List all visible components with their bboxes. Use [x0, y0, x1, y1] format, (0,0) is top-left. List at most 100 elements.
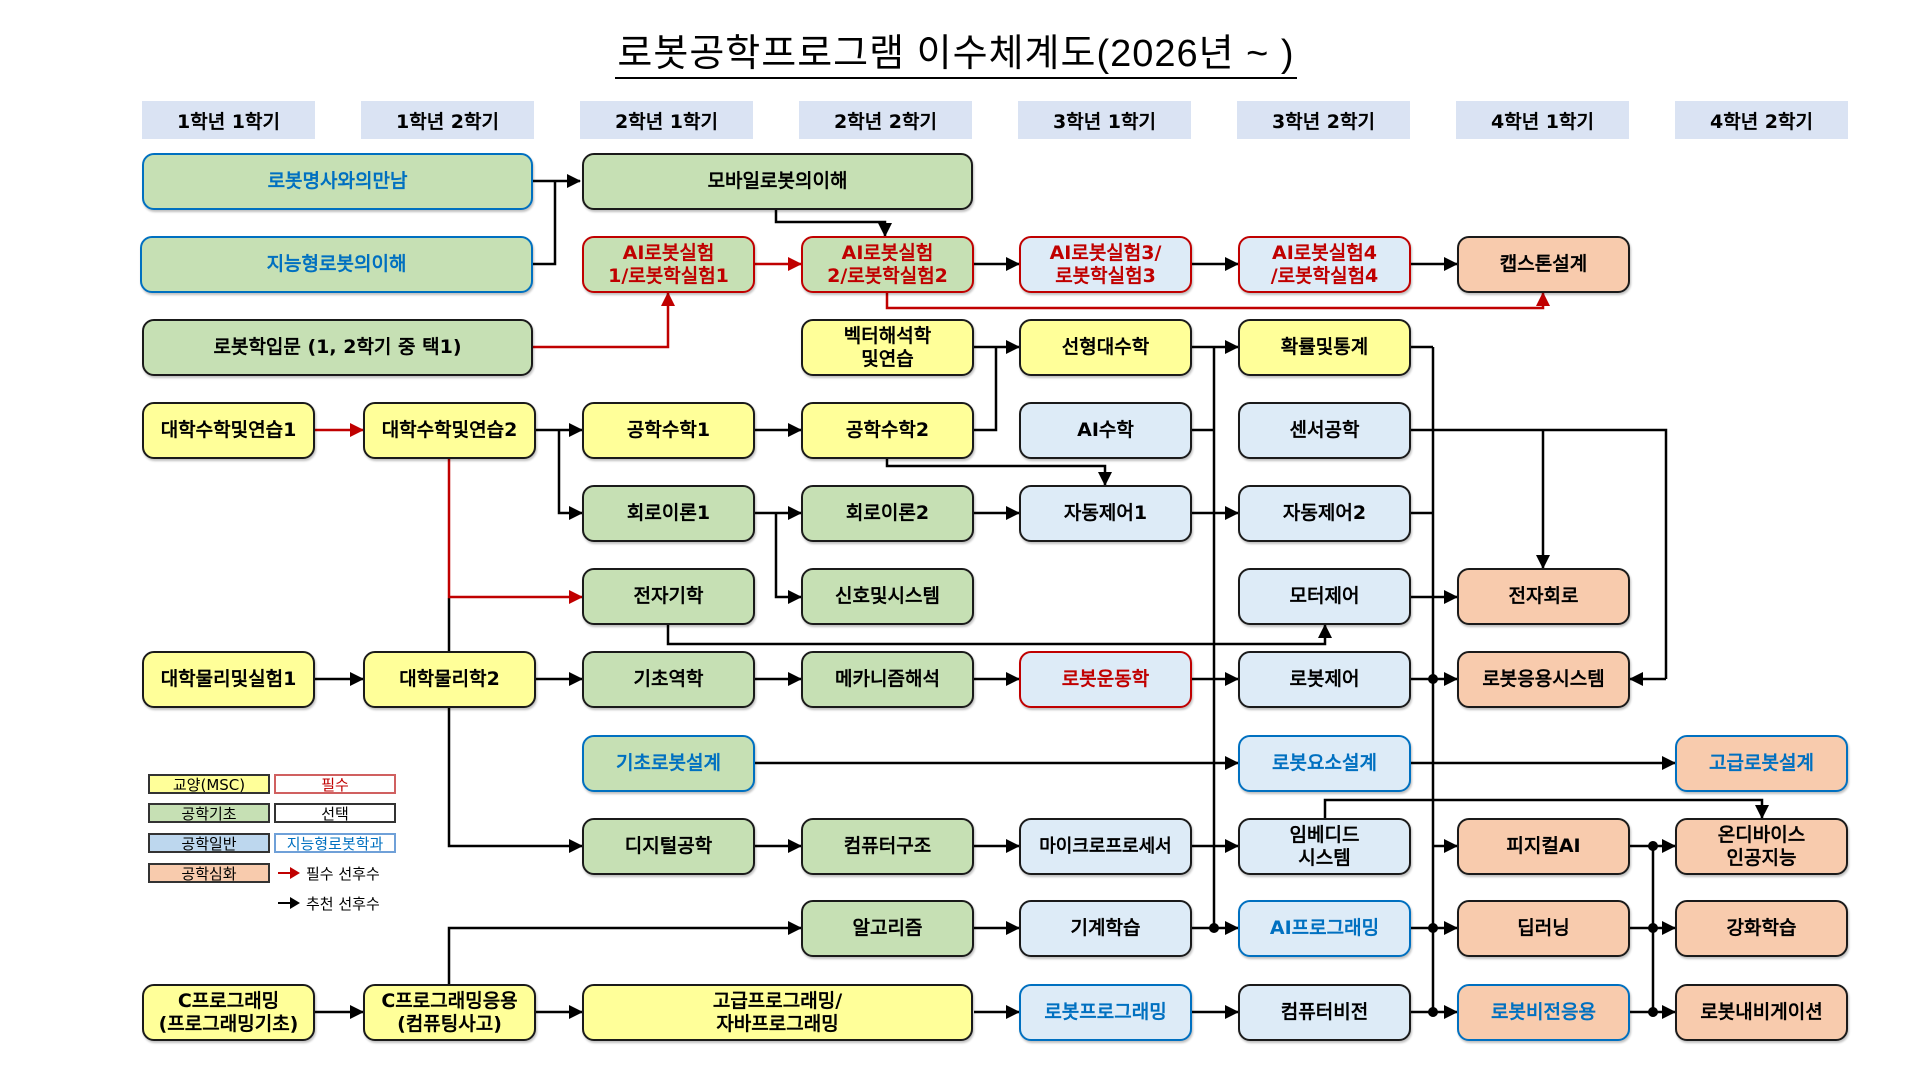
- course-electromagnetics[interactable]: 전자기학: [582, 568, 755, 625]
- course-robot-navigation[interactable]: 로봇내비게이션: [1675, 984, 1848, 1041]
- req-arrow-lab2-to-capstone: [885, 292, 1550, 310]
- course-label: 임베디드: [1289, 823, 1360, 846]
- course-mechanism[interactable]: 메카니즘해석: [801, 651, 974, 708]
- course-electronic-circuit[interactable]: 전자회로: [1457, 568, 1630, 625]
- course-calculus1[interactable]: 대학수학및연습1: [142, 402, 315, 459]
- line-engmath2-to-linear: [974, 347, 998, 432]
- course-algorithm[interactable]: 알고리즘: [801, 900, 974, 957]
- course-label: 지능형로봇의이해: [266, 253, 407, 276]
- course-probability[interactable]: 확률및통계: [1238, 319, 1411, 376]
- course-sensor-eng[interactable]: 센서공학: [1238, 402, 1411, 459]
- semester-header: 1학년 2학기: [361, 101, 534, 139]
- course-robot-masters[interactable]: 로봇명사와의만남: [142, 153, 533, 210]
- course-basic-robot-design[interactable]: 기초로봇설계: [582, 735, 755, 792]
- course-physics1[interactable]: 대학물리및실험1: [142, 651, 315, 708]
- course-ai-robot-lab4[interactable]: AI로봇실험4/로봇학실험4: [1238, 236, 1411, 293]
- course-eng-math2[interactable]: 공학수학2: [801, 402, 974, 459]
- course-label: 로봇비전응용: [1491, 1001, 1596, 1024]
- course-label: 회로이론2: [845, 502, 930, 525]
- course-robot-element-design[interactable]: 로봇요소설계: [1238, 735, 1411, 792]
- legend-label: 필수 선후수: [306, 864, 380, 883]
- course-label: 컴퓨터비전: [1280, 1001, 1369, 1024]
- junction-dot: [1428, 1007, 1438, 1017]
- title-text: 로봇공학프로그램 이수체계도(2026년 ~ ): [615, 33, 1297, 79]
- course-label: 모터제어: [1289, 585, 1360, 608]
- course-label: 자동제어1: [1063, 502, 1148, 525]
- legend-recommended-prereq: 추천 선후수: [278, 893, 380, 913]
- course-label: 1/로봇학실험1: [608, 264, 729, 287]
- course-microprocessor[interactable]: 마이크로프로세서: [1019, 818, 1192, 875]
- course-signals[interactable]: 신호및시스템: [801, 568, 974, 625]
- course-mobile-robot[interactable]: 모바일로봇의이해: [582, 153, 973, 210]
- course-deep-learning[interactable]: 딥러닝: [1457, 900, 1630, 957]
- course-adv-programming[interactable]: 고급프로그래밍/자바프로그래밍: [582, 984, 973, 1041]
- course-physical-ai[interactable]: 피지컬AI: [1457, 818, 1630, 875]
- course-label: 기계학습: [1070, 917, 1141, 940]
- course-robot-control[interactable]: 로봇제어: [1238, 651, 1411, 708]
- legend-general: 공학일반: [148, 833, 270, 853]
- course-robot-programming[interactable]: 로봇프로그래밍: [1019, 984, 1192, 1041]
- course-label: 벡터해석학: [843, 324, 932, 347]
- arrow-mobile-to-lab2: [774, 210, 892, 237]
- course-intelligent-robot-intro[interactable]: 지능형로봇의이해: [140, 236, 533, 293]
- course-label: 전자회로: [1508, 585, 1579, 608]
- course-label: AI로봇실험: [622, 241, 715, 264]
- semester-header: 4학년 2학기: [1675, 101, 1848, 139]
- course-c-programming-app[interactable]: C프로그래밍응용(컴퓨팅사고): [363, 984, 536, 1041]
- course-robot-vision-app[interactable]: 로봇비전응용: [1457, 984, 1630, 1041]
- course-label: 대학수학및연습1: [160, 419, 297, 442]
- course-robot-kinematics[interactable]: 로봇운동학: [1019, 651, 1192, 708]
- legend-required-prereq: 필수 선후수: [278, 863, 380, 883]
- course-circuit2[interactable]: 회로이론2: [801, 485, 974, 542]
- course-machine-learning[interactable]: 기계학습: [1019, 900, 1192, 957]
- course-auto-control1[interactable]: 자동제어1: [1019, 485, 1192, 542]
- course-ai-programming[interactable]: AI프로그래밍: [1238, 900, 1411, 957]
- course-label: AI프로그래밍: [1269, 917, 1380, 940]
- course-linear-algebra[interactable]: 선형대수학: [1019, 319, 1192, 376]
- course-label: 로봇명사와의만남: [267, 170, 408, 193]
- course-label: 기초로봇설계: [616, 752, 721, 775]
- arrow-capp-to-algorithm: [447, 921, 802, 984]
- legend-elective: 선택: [274, 803, 396, 823]
- course-motor-control[interactable]: 모터제어: [1238, 568, 1411, 625]
- junction-dot: [1428, 923, 1438, 933]
- course-circuit1[interactable]: 회로이론1: [582, 485, 755, 542]
- arrow-embedded-to-ondevice: [1323, 798, 1769, 819]
- course-capstone[interactable]: 캡스톤설계: [1457, 236, 1630, 293]
- course-calculus2[interactable]: 대학수학및연습2: [363, 402, 536, 459]
- course-robot-app-system[interactable]: 로봇응용시스템: [1457, 651, 1630, 708]
- course-label: 자동제어2: [1282, 502, 1367, 525]
- course-comp-arch[interactable]: 컴퓨터구조: [801, 818, 974, 875]
- arrow-engmath2-to-autocontrol1: [885, 459, 1112, 486]
- course-label: 시스템: [1298, 846, 1351, 869]
- red-arrow-icon: [278, 867, 300, 879]
- course-basic-mechanics[interactable]: 기초역학: [582, 651, 755, 708]
- course-label: 전자기학: [633, 585, 704, 608]
- course-c-programming[interactable]: C프로그래밍(프로그래밍기초): [142, 984, 315, 1041]
- course-label: 강화학습: [1726, 917, 1797, 940]
- course-auto-control2[interactable]: 자동제어2: [1238, 485, 1411, 542]
- course-advanced-robot-design[interactable]: 고급로봇설계: [1675, 735, 1848, 792]
- course-label: 로봇응용시스템: [1482, 668, 1605, 691]
- course-label: C프로그래밍: [177, 989, 280, 1012]
- arrow-physics2-to-digital: [447, 708, 583, 853]
- semester-header: 3학년 2학기: [1237, 101, 1410, 139]
- arrow-calc2-to-circuit1: [557, 430, 583, 520]
- course-reinforcement-learning[interactable]: 강화학습: [1675, 900, 1848, 957]
- course-label: (프로그래밍기초): [158, 1012, 299, 1035]
- course-robotics-intro[interactable]: 로봇학입문 (1, 2학기 중 택1): [142, 319, 533, 376]
- req-arrow-intro-to-lab1: [533, 292, 675, 349]
- course-computer-vision[interactable]: 컴퓨터비전: [1238, 984, 1411, 1041]
- course-digital-eng[interactable]: 디지털공학: [582, 818, 755, 875]
- course-eng-math1[interactable]: 공학수학1: [582, 402, 755, 459]
- course-ai-robot-lab3[interactable]: AI로봇실험3/로봇학실험3: [1019, 236, 1192, 293]
- semester-header: 1학년 1학기: [142, 101, 315, 139]
- course-ai-math[interactable]: AI수학: [1019, 402, 1192, 459]
- course-physics2[interactable]: 대학물리학2: [363, 651, 536, 708]
